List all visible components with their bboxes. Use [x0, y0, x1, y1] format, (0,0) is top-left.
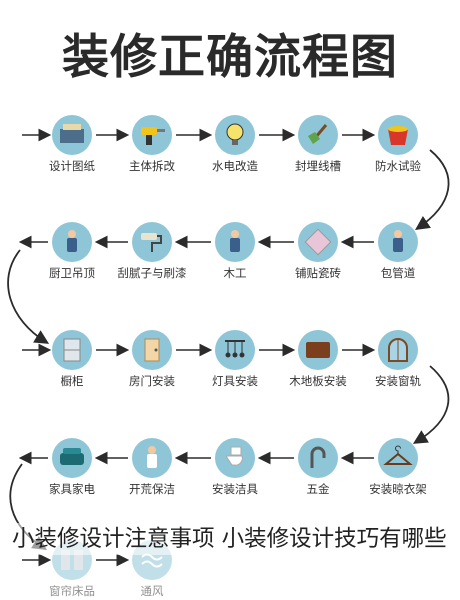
plumber-icon: [393, 230, 403, 252]
flow-step: 安装晾衣架: [369, 438, 427, 496]
step-circle: [378, 438, 418, 478]
step-label: 安装洁具: [212, 482, 258, 496]
step-label: 窗帘床品: [49, 584, 95, 598]
flow-step: 开荒保洁: [129, 438, 175, 496]
flow-step: 铺贴瓷砖: [295, 222, 341, 280]
flow-step: 五金: [298, 438, 338, 496]
curtain-icon: [61, 550, 83, 570]
cleaner-icon: [147, 446, 157, 468]
flow-step: 主体拆改: [129, 115, 175, 173]
flow-step: 家具家电: [49, 438, 95, 496]
door-icon: [144, 338, 160, 362]
step-label: 通风: [141, 584, 164, 598]
flow-step: 设计图纸: [49, 115, 95, 173]
step-label: 水电改造: [212, 159, 258, 173]
flow-step: 木工: [215, 222, 255, 280]
step-label: 设计图纸: [49, 159, 95, 173]
shovel-icon: [308, 124, 328, 144]
toilet-icon: [225, 446, 243, 466]
flow-step: 水电改造: [212, 115, 258, 173]
flow-step: 安装洁具: [212, 438, 258, 496]
step-circle: [298, 438, 338, 478]
step-label: 封埋线槽: [295, 159, 341, 173]
step-label: 开荒保洁: [129, 482, 175, 496]
step-label: 包管道: [381, 266, 416, 280]
flow-step: 防水试验: [375, 115, 421, 173]
step-label: 安装窗轨: [375, 374, 421, 388]
paint-bucket-icon: [388, 126, 408, 145]
cabinet-icon: [63, 338, 81, 362]
wood-floor-icon: [306, 342, 330, 358]
step-label: 灯具安装: [212, 374, 258, 388]
step-label: 房门安装: [129, 374, 175, 388]
clothes-hanger-icon: [383, 445, 413, 465]
step-label: 家具家电: [49, 482, 95, 496]
light-bulb-icon: [226, 123, 244, 145]
sofa-icon: [60, 448, 84, 465]
flow-step: 封埋线槽: [295, 115, 341, 173]
flow-step: 刮腻子与刷漆: [118, 222, 187, 280]
step-label: 木地板安装: [289, 374, 347, 388]
flow-step: 安装窗轨: [375, 330, 421, 388]
flow-step: 灯具安装: [212, 330, 258, 388]
step-label: 安装晾衣架: [369, 482, 427, 496]
flow-step: 木地板安装: [289, 330, 347, 388]
row-connector-arrow: [415, 149, 450, 231]
row-connector-arrow: [412, 365, 450, 444]
step-label: 主体拆改: [129, 159, 175, 173]
paint-roller-icon: [141, 233, 162, 252]
tile-icon: [304, 228, 332, 256]
step-label: 木工: [224, 266, 247, 280]
step-label: 刮腻子与刷漆: [118, 266, 187, 280]
carpenter-icon: [230, 230, 240, 252]
step-label: 五金: [307, 482, 330, 496]
flow-step: 厨卫吊顶: [49, 222, 95, 280]
step-label: 铺贴瓷砖: [295, 266, 341, 280]
ceiling-worker-icon: [67, 230, 77, 252]
flow-step: 房门安装: [129, 330, 175, 388]
diagram-title: 装修正确流程图: [62, 30, 398, 85]
row-connector-arrow: [7, 249, 50, 344]
faucet-icon: [310, 446, 326, 468]
caption: 小装修设计注意事项 小装修设计技巧有哪些: [12, 523, 457, 555]
pendant-lamp-icon: [225, 340, 245, 358]
step-label: 防水试验: [375, 159, 421, 173]
blueprints-icon: [60, 124, 84, 143]
power-drill-icon: [141, 127, 165, 145]
window-icon: [388, 338, 408, 362]
flow-step: 包管道: [378, 222, 418, 280]
step-label: 厨卫吊顶: [49, 266, 95, 280]
flow-step: 橱柜: [52, 330, 92, 388]
step-label: 橱柜: [61, 374, 84, 388]
